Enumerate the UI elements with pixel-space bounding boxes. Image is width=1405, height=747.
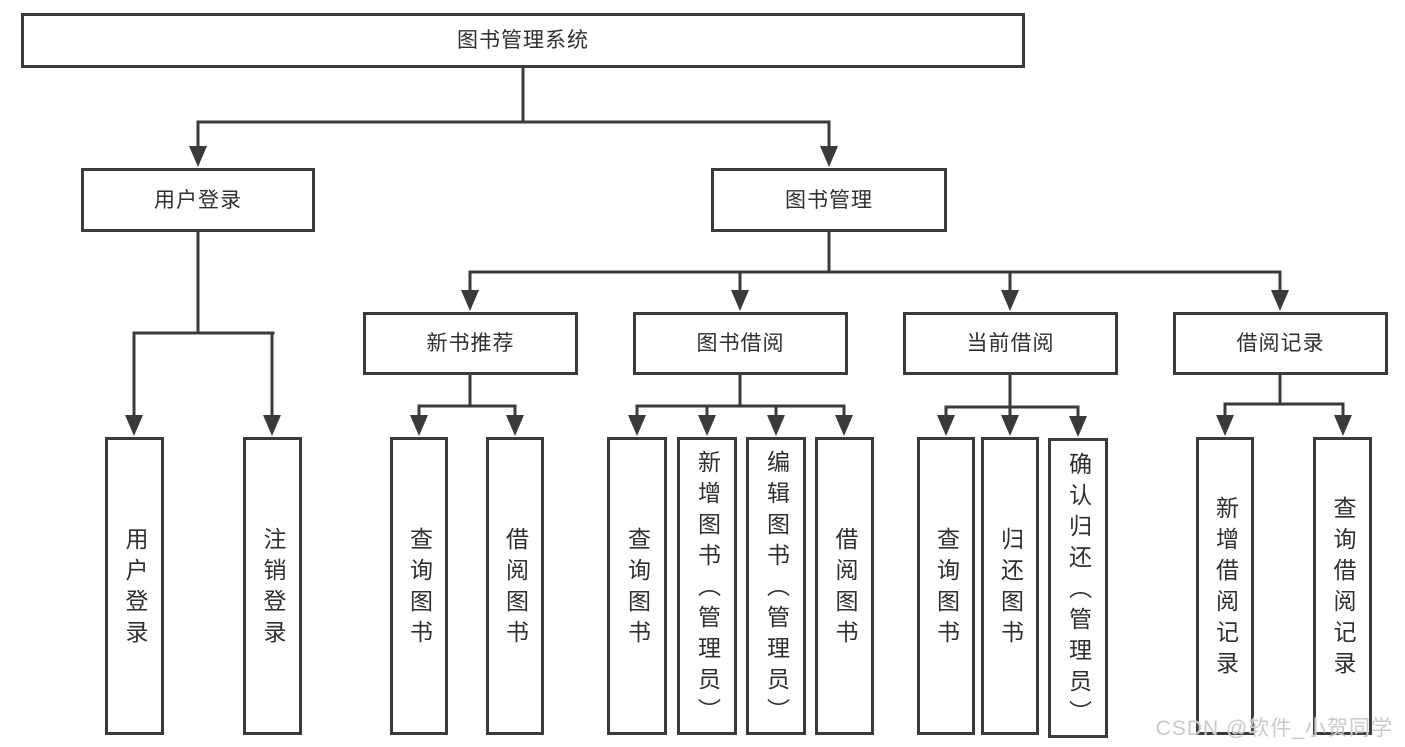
- node-label: 查询图书: [624, 527, 651, 651]
- node-label: 借阅图书: [502, 527, 529, 651]
- node-label: 查询图书: [933, 527, 960, 651]
- node-label: 图书借阅: [696, 332, 785, 355]
- leaf-add-books-admin: 新增图书（管理员）: [677, 437, 737, 735]
- node-label: 图书管理: [785, 188, 873, 212]
- node-label: 注销登录: [260, 527, 286, 651]
- leaf-user-login: 用户登录: [105, 437, 164, 735]
- node-user-login-group: 用户登录: [81, 168, 315, 232]
- leaf-borrow-books-recommend: 借阅图书: [486, 437, 544, 735]
- node-label: 新增图书（管理员）: [694, 449, 721, 729]
- node-label: 用户登录: [122, 527, 148, 651]
- node-library-management-system: 图书管理系统: [21, 13, 1025, 68]
- node-label: 确认归还（管理员）: [1065, 451, 1092, 731]
- node-label: 查询借阅记录: [1330, 496, 1356, 682]
- leaf-logout: 注销登录: [243, 437, 302, 735]
- node-borrowing-records: 借阅记录: [1173, 312, 1388, 375]
- node-label: 用户登录: [154, 188, 242, 212]
- node-book-borrowing: 图书借阅: [633, 312, 848, 375]
- leaf-query-borrow-record: 查询借阅记录: [1313, 437, 1372, 735]
- node-current-borrowing: 当前借阅: [903, 312, 1118, 375]
- node-label: 新书推荐: [426, 332, 515, 355]
- leaf-return-books: 归还图书: [981, 437, 1039, 735]
- node-new-book-recommendation: 新书推荐: [363, 312, 578, 375]
- leaf-query-books-borrowing: 查询图书: [607, 437, 667, 735]
- node-label: 新增借阅记录: [1212, 496, 1239, 682]
- leaf-confirm-return-admin: 确认归还（管理员）: [1048, 438, 1108, 738]
- csdn-watermark: CSDN @软件_小贺同学: [1155, 717, 1393, 740]
- leaf-query-books-current: 查询图书: [917, 437, 975, 735]
- leaf-edit-books-admin: 编辑图书（管理员）: [746, 437, 806, 735]
- leaf-borrow-books: 借阅图书: [815, 437, 874, 735]
- node-book-management-group: 图书管理: [711, 168, 947, 232]
- node-label: 查询图书: [406, 527, 433, 651]
- node-label: 归还图书: [997, 527, 1024, 651]
- leaf-add-borrow-record: 新增借阅记录: [1196, 437, 1254, 735]
- node-label: 借阅图书: [832, 527, 858, 651]
- node-label: 借阅记录: [1236, 332, 1325, 355]
- node-label: 编辑图书（管理员）: [763, 449, 790, 729]
- node-label: 图书管理系统: [457, 29, 589, 52]
- node-label: 当前借阅: [966, 332, 1055, 355]
- leaf-query-books-recommend: 查询图书: [390, 437, 448, 735]
